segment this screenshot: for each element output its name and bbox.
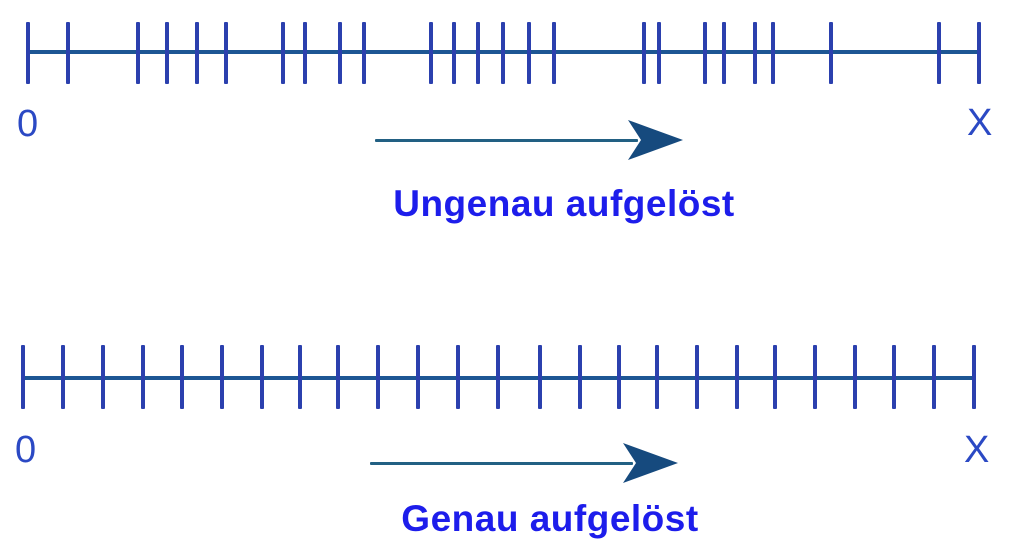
tick-mark [136,22,140,84]
tick-mark [376,345,380,409]
tick-mark [853,345,857,409]
tick-mark [501,22,505,84]
tick-mark [657,22,661,84]
tick-mark [977,22,981,84]
tick-mark [362,22,366,84]
caption: Genau aufgelöst [401,498,699,539]
tick-mark [452,22,456,84]
tick-mark [195,22,199,84]
tick-mark [972,345,976,409]
end-label: X [964,429,990,471]
tick-mark [303,22,307,84]
tick-mark [338,22,342,84]
tick-mark [527,22,531,84]
tick-mark [141,345,145,409]
tick-mark [773,345,777,409]
tick-mark [281,22,285,84]
tick-mark [695,345,699,409]
tick-mark [771,22,775,84]
arrowhead-icon [628,120,683,160]
arrowhead-icon [623,443,678,483]
tick-mark [26,22,30,84]
arrow-shaft [370,462,633,465]
tick-mark [703,22,707,84]
tick-mark [642,22,646,84]
tick-mark [476,22,480,84]
tick-mark [552,22,556,84]
caption: Ungenau aufgelöst [393,183,735,224]
tick-mark [735,345,739,409]
tick-mark [538,345,542,409]
tick-mark [456,345,460,409]
tick-mark [101,345,105,409]
tick-mark [336,345,340,409]
tick-mark [260,345,264,409]
tick-mark [829,22,833,84]
tick-mark [753,22,757,84]
tick-mark [298,345,302,409]
tick-mark [813,345,817,409]
tick-mark [892,345,896,409]
tick-mark [220,345,224,409]
origin-label: 0 [17,103,39,145]
tick-mark [224,22,228,84]
tick-mark [932,345,936,409]
tick-mark [66,22,70,84]
tick-mark [722,22,726,84]
tick-mark [655,345,659,409]
tick-mark [937,22,941,84]
tick-mark [617,345,621,409]
tick-mark [165,22,169,84]
end-label: X [967,102,993,144]
origin-label: 0 [15,429,37,471]
tick-mark [21,345,25,409]
tick-mark [496,345,500,409]
arrow-shaft [375,139,638,142]
tick-mark [578,345,582,409]
tick-mark [416,345,420,409]
tick-mark [180,345,184,409]
tick-mark [429,22,433,84]
tick-mark [61,345,65,409]
